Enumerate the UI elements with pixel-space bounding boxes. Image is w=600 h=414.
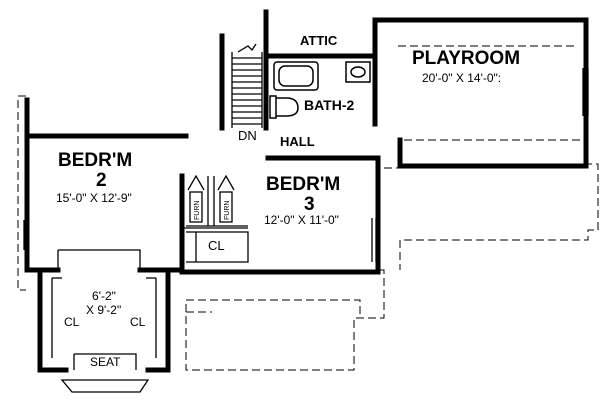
alcove-closet-left: CL <box>64 315 80 329</box>
attic-label: ATTIC <box>300 33 338 48</box>
bedroom3-dims: 12'-0" X 11'-0" <box>264 213 339 227</box>
alcove-closet-right: CL <box>130 315 146 329</box>
alcove-dims-line1: 6'-2" <box>92 289 116 303</box>
bedroom2-dims: 15'-0" X 12'-9" <box>56 191 132 205</box>
alcove-dims-line2: X 9'-2" <box>86 303 121 317</box>
furnace-closets <box>186 174 248 227</box>
staircase <box>231 43 263 128</box>
exterior-walls <box>24 9 589 373</box>
hall-label: HALL <box>280 134 315 149</box>
bath-fixtures <box>269 61 371 119</box>
bedroom3-title-line2: 3 <box>304 194 315 215</box>
bedroom3-closet-label: CL <box>208 238 225 253</box>
interior-lines <box>23 68 589 393</box>
lower-level-outline <box>17 45 599 371</box>
bedroom2-title-line2: 2 <box>96 170 107 191</box>
playroom-title: PLAYROOM <box>412 48 520 69</box>
furnace-label-2: FURN <box>224 201 231 220</box>
bath2-label: BATH-2 <box>304 97 355 113</box>
window-seat-label: SEAT <box>90 355 121 369</box>
playroom-dims: 20'-0" X 14'-0": <box>422 71 501 85</box>
furnace-label-1: FURN <box>194 201 201 220</box>
stair-dn-label: DN <box>238 128 257 143</box>
bedroom2-title-line1: BEDR'M <box>58 150 132 171</box>
bedroom3-title-line1: BEDR'M <box>266 174 340 195</box>
